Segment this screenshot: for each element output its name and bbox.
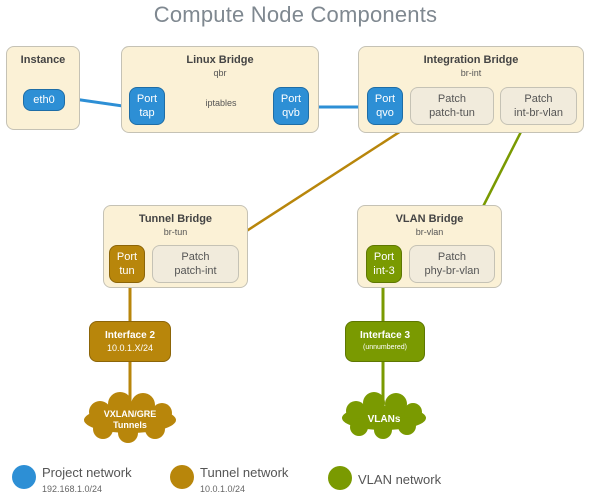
eth0-port[interactable]: eth0 [23, 89, 65, 111]
legend-tunnel-name: Tunnel network [200, 465, 289, 480]
tunnel-bridge-box: Tunnel Bridge br-tun Port tun Patch patc… [103, 205, 248, 288]
legend-project-sub: 192.168.1.0/24 [42, 484, 103, 494]
legend-project-swatch [12, 465, 36, 489]
vlans-cloud-shape [342, 392, 426, 439]
port-qvo-line2: qvo [376, 107, 394, 119]
vlans-cloud-label: VLANs [367, 414, 401, 425]
integration-bridge-box: Integration Bridge br-int Port qvo Patch… [358, 46, 584, 133]
port-int-3-line2: int-3 [373, 265, 395, 277]
tunnels-cloud-line1: VXLAN/GRE [103, 409, 157, 419]
port-tun-line2: tun [119, 265, 135, 277]
linux-bridge-title: Linux Bridge [186, 54, 254, 66]
patch-int-br-vlan-line1: Patch [524, 93, 553, 105]
integration-bridge-title: Integration Bridge [423, 54, 519, 66]
wire-patch-tun-patch-int [227, 118, 419, 245]
tunnels-cloud-line2: Tunnels [113, 420, 147, 430]
vlan-bridge-title: VLAN Bridge [395, 213, 464, 225]
diagram-title: Compute Node Components [153, 2, 438, 27]
patch-int-br-vlan[interactable]: Patch int-br-vlan [500, 87, 577, 125]
port-int-3-line1: Port [373, 251, 395, 263]
port-int-3[interactable]: Port int-3 [366, 245, 402, 283]
tunnel-bridge-title: Tunnel Bridge [138, 213, 213, 225]
interface-3-addr: (unnumbered) [363, 344, 407, 351]
tunnels-cloud-shape [84, 392, 176, 443]
interface-2-name: Interface 2 [104, 330, 156, 341]
port-qvb[interactable]: Port qvb [273, 87, 309, 125]
linux-bridge-subtitle: qbr [213, 68, 227, 78]
eth0-label: eth0 [33, 94, 55, 106]
patch-int[interactable]: Patch patch-int [152, 245, 239, 283]
port-qvb-line1: Port [280, 93, 302, 105]
instance-title: Instance [20, 54, 66, 66]
patch-phy-br-vlan-line1: Patch [437, 251, 467, 263]
legend-tunnel-sub: 10.0.1.0/24 [200, 484, 246, 494]
port-qvb-line2: qvb [282, 107, 300, 119]
legend-project-name: Project network [42, 465, 132, 480]
legend-vlan-swatch [328, 466, 352, 490]
port-qvo-line1: Port [374, 93, 396, 105]
legend-tunnel-swatch [170, 465, 194, 489]
port-qvo[interactable]: Port qvo [367, 87, 403, 125]
port-tap[interactable]: Port tap [129, 87, 165, 125]
patch-phy-br-vlan[interactable]: Patch phy-br-vlan [409, 245, 495, 283]
patch-int-line1: Patch [181, 251, 210, 263]
patch-int-br-vlan-line2: int-br-vlan [514, 107, 563, 119]
patch-tun[interactable]: Patch patch-tun [410, 87, 494, 125]
linux-bridge-box: Linux Bridge qbr Port tap Port qvb [121, 46, 319, 133]
vlan-bridge-box: VLAN Bridge br-vlan Port int-3 Patch phy… [357, 205, 502, 288]
patch-phy-br-vlan-line2: phy-br-vlan [424, 265, 480, 277]
patch-int-line2: patch-int [174, 265, 217, 277]
patch-tun-line1: Patch [437, 93, 467, 105]
interface-2[interactable]: Interface 2 10.0.1.X/24 [89, 321, 171, 362]
integration-bridge-subtitle: br-int [460, 68, 482, 78]
port-tun[interactable]: Port tun [109, 245, 145, 283]
iptables-label: iptables [205, 98, 237, 108]
interface-2-addr: 10.0.1.X/24 [106, 343, 154, 353]
port-tap-line1: Port [136, 93, 158, 105]
instance-box: Instance eth0 [6, 46, 80, 130]
vlan-bridge-subtitle: br-vlan [415, 227, 444, 237]
patch-tun-line2: patch-tun [429, 107, 475, 119]
interface-3[interactable]: Interface 3 (unnumbered) [345, 321, 425, 362]
port-tap-line2: tap [139, 107, 155, 119]
legend-vlan-name: VLAN network [358, 472, 442, 487]
port-tun-line1: Port [116, 251, 138, 263]
tunnel-bridge-subtitle: br-tun [163, 227, 188, 237]
interface-3-name: Interface 3 [359, 330, 411, 341]
tunnels-cloud-label: VXLAN/GRE Tunnels [90, 409, 170, 431]
